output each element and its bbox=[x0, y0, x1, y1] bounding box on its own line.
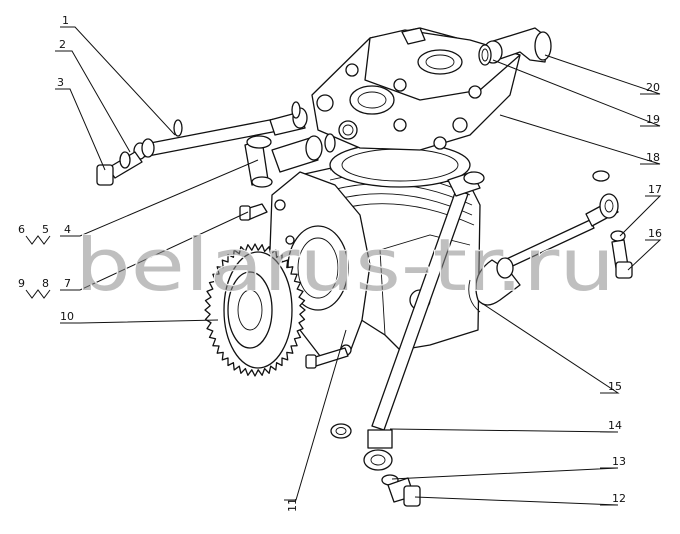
callout-18: 18 bbox=[646, 151, 660, 164]
callout-17: 17 bbox=[648, 183, 662, 196]
washer bbox=[478, 44, 492, 66]
callout-19: 19 bbox=[646, 113, 660, 126]
callout-8: 8 bbox=[42, 277, 49, 290]
callout-16: 16 bbox=[648, 227, 662, 240]
drive-gear bbox=[204, 243, 306, 377]
watermark-text: belarus-tr.ru bbox=[75, 223, 615, 307]
callout-6: 6 bbox=[18, 223, 25, 236]
loose-washers bbox=[330, 170, 610, 439]
gear-bolt bbox=[239, 203, 268, 221]
sealing-rings bbox=[173, 101, 336, 153]
oil-drain-tube bbox=[363, 171, 485, 471]
callout-12: 12 bbox=[612, 492, 626, 505]
cylinder-head bbox=[311, 27, 521, 151]
drain-bolt bbox=[387, 477, 421, 507]
callout-13: 13 bbox=[612, 455, 626, 468]
callout-9: 9 bbox=[18, 277, 25, 290]
callout-labels: 1 2 3 4 5 6 7 8 9 10 11 12 13 14 15 16 1… bbox=[18, 14, 662, 512]
callout-2: 2 bbox=[59, 38, 66, 51]
outlet-elbow-fitting bbox=[483, 27, 552, 64]
banjo-bolt bbox=[96, 138, 155, 186]
banjo-fitting bbox=[244, 107, 323, 188]
leader-lines bbox=[25, 26, 662, 506]
callout-4: 4 bbox=[64, 223, 71, 236]
hose-bolt bbox=[611, 239, 633, 279]
callout-11: 11 bbox=[286, 498, 299, 512]
air-hose bbox=[468, 193, 619, 313]
callout-7: 7 bbox=[64, 277, 71, 290]
callout-15: 15 bbox=[608, 380, 622, 393]
callout-10: 10 bbox=[60, 310, 74, 323]
callout-3: 3 bbox=[57, 76, 64, 89]
callout-5: 5 bbox=[42, 223, 49, 236]
callout-20: 20 bbox=[646, 81, 660, 94]
callout-14: 14 bbox=[608, 419, 622, 432]
callout-1: 1 bbox=[62, 14, 69, 27]
